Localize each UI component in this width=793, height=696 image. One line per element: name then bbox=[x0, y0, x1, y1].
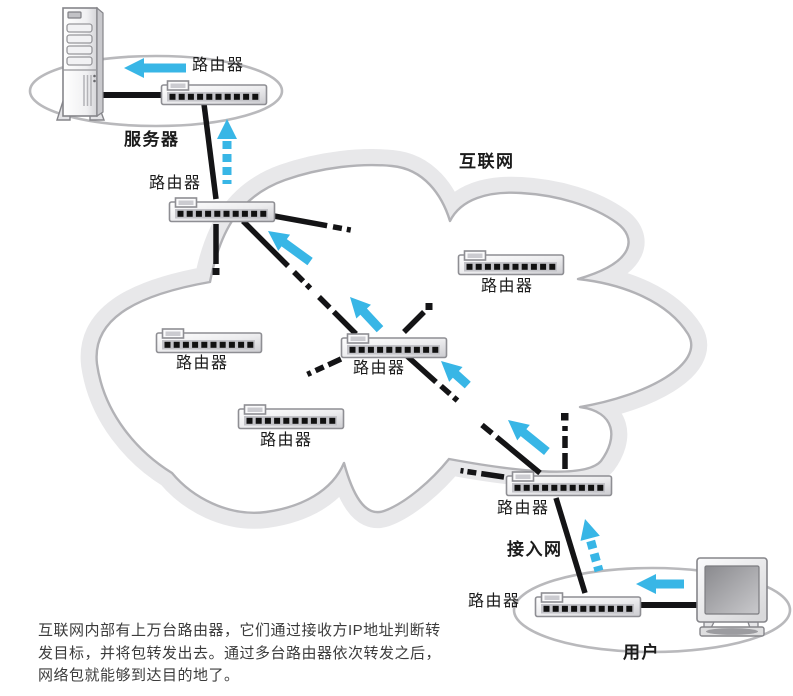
cable-router-to-edge bbox=[201, 103, 219, 200]
router-device-icon bbox=[168, 197, 276, 223]
packet-flow-arrow-icon bbox=[124, 58, 186, 78]
caption-line-2: 发目标，并将包转发出去。通过多台路由器依次转发之后， bbox=[38, 644, 442, 662]
link-edge-center bbox=[317, 295, 358, 336]
internet-label: 互联网 bbox=[459, 152, 515, 171]
router-device-icon bbox=[340, 333, 448, 359]
caption-line-3: 网络包就能够到达目的地了。 bbox=[38, 667, 240, 684]
caption-line-1: 互联网内部有上万台路由器，它们通过接收方IP地址判断转 bbox=[38, 622, 441, 639]
packet-flow-arrow-icon bbox=[350, 297, 384, 333]
packet-flow-arrow-icon bbox=[580, 519, 600, 541]
caption: 互联网内部有上万台路由器，它们通过接收方IP地址判断转 发目标，并将包转发出去。… bbox=[38, 620, 468, 688]
router-label-west: 路由器 bbox=[176, 355, 229, 372]
router-label-server-side: 路由器 bbox=[192, 57, 245, 74]
router-label-user-side: 路由器 bbox=[468, 593, 521, 610]
packet-flow-arrows bbox=[124, 58, 684, 594]
packet-flow-arrow-shaft bbox=[586, 539, 604, 573]
desktop-monitor-icon bbox=[696, 557, 768, 637]
server-tower-icon bbox=[56, 6, 105, 121]
packet-flow-arrow-icon bbox=[636, 574, 684, 594]
user-label: 用户 bbox=[623, 643, 660, 662]
packet-flow-arrow-icon bbox=[268, 231, 313, 266]
packet-flow-arrow-icon bbox=[441, 361, 471, 389]
router-device-icon bbox=[534, 592, 642, 618]
router-device-icon bbox=[505, 471, 613, 497]
stub-dot bbox=[425, 303, 433, 310]
router-label-northeast: 路由器 bbox=[481, 278, 534, 295]
cable-access-to-user-router bbox=[553, 497, 588, 594]
packet-flow-arrow-icon bbox=[508, 420, 550, 455]
router-device-icon bbox=[237, 404, 345, 430]
router-label-south: 路由器 bbox=[260, 432, 313, 449]
link-center-access bbox=[405, 353, 438, 385]
access-network-label: 接入网 bbox=[507, 540, 563, 559]
router-device-icon bbox=[155, 328, 263, 354]
stub-dot bbox=[561, 413, 569, 421]
link-edge-center bbox=[241, 219, 290, 268]
link-edge-center bbox=[292, 270, 313, 291]
stub-dot bbox=[212, 268, 220, 275]
network-cables bbox=[97, 92, 703, 608]
router-label-edge-top: 路由器 bbox=[149, 175, 202, 192]
stub-line bbox=[459, 467, 505, 480]
link-center-access bbox=[480, 422, 542, 476]
router-label-center: 路由器 bbox=[353, 360, 406, 377]
router-label-access-edge: 路由器 bbox=[497, 500, 550, 517]
server-label: 服务器 bbox=[124, 130, 180, 149]
packet-flow-arrow-icon bbox=[217, 119, 237, 139]
stub-line bbox=[402, 310, 426, 334]
router-device-icon bbox=[160, 80, 268, 106]
router-device-icon bbox=[457, 250, 565, 276]
stub-line bbox=[273, 213, 357, 234]
link-center-access bbox=[439, 383, 461, 405]
stub-line bbox=[304, 356, 343, 378]
